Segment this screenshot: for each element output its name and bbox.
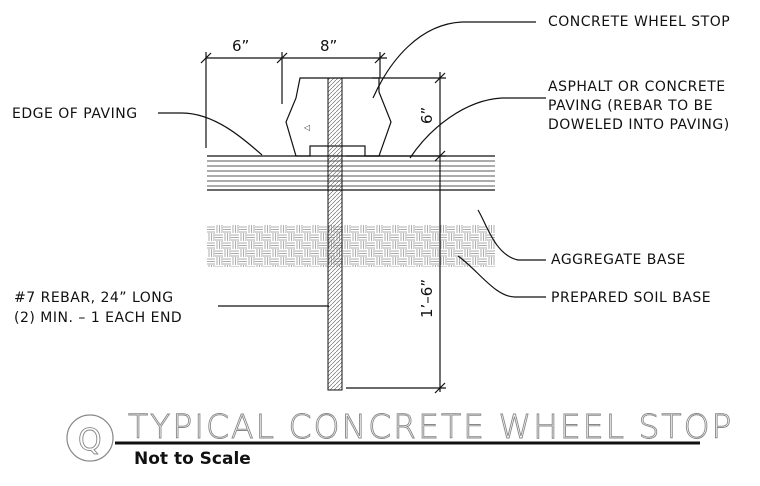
dim-stop-height: 6”: [418, 107, 436, 124]
dim-embed-depth: 1’–6”: [418, 279, 436, 318]
title-block: Q TYPICAL CONCRETE WHEEL STOP Not to Sca…: [66, 407, 733, 469]
label-rebar-line-1: #7 REBAR, 24” LONG: [14, 290, 174, 306]
aggregate-base-hatch: [207, 225, 495, 267]
scale-note: Not to Scale: [134, 449, 251, 469]
label-aggregate-base: AGGREGATE BASE: [551, 252, 686, 268]
dim-left-width: 6”: [232, 37, 249, 55]
dim-stop-width: 8”: [320, 37, 337, 55]
detail-title: TYPICAL CONCRETE WHEEL STOP: [128, 407, 733, 446]
detail-symbol-letter: Q: [78, 423, 102, 458]
label-rebar-line-2: (2) MIN. – 1 EACH END: [14, 310, 182, 326]
label-paving-line-3: DOWELED INTO PAVING): [548, 117, 730, 133]
label-paving-line-1: ASPHALT OR CONCRETE: [548, 79, 726, 95]
detail-symbol-circle: [66, 414, 114, 462]
label-wheel-stop: CONCRETE WHEEL STOP: [548, 14, 730, 30]
label-edge-of-paving: EDGE OF PAVING: [12, 106, 138, 122]
svg-text:◁: ◁: [303, 123, 310, 132]
rebar: [327, 77, 343, 391]
label-paving-line-2: PAVING (REBAR TO BE: [548, 98, 713, 114]
vertical-dimensions: [346, 72, 446, 394]
label-prepared-soil-base: PREPARED SOIL BASE: [551, 290, 711, 306]
paving-layer: [207, 155, 495, 191]
leader-lines: [158, 21, 546, 307]
top-dimensions: [200, 52, 387, 148]
